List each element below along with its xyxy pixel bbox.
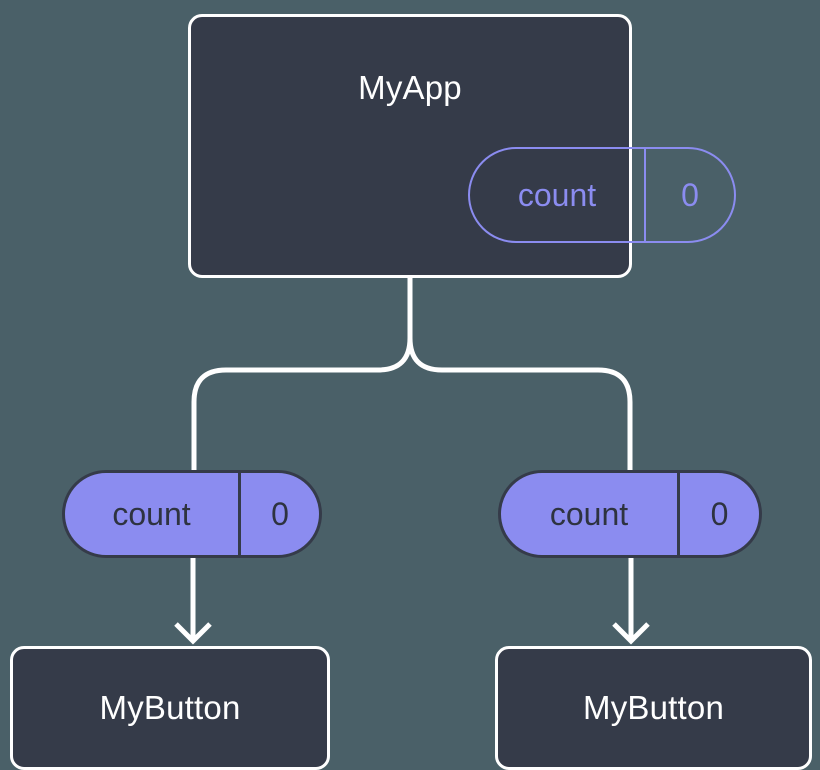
state-pill-value: 0	[644, 149, 734, 241]
branch-connector	[191, 275, 413, 473]
component-title-mybutton-left: MyButton	[99, 689, 241, 726]
component-box-myapp[interactable]: MyApp count 0	[188, 14, 736, 278]
prop-pill-value-left: 0	[238, 473, 319, 555]
arrow-right-head	[612, 622, 650, 645]
prop-pill-value-right: 0	[677, 473, 759, 555]
prop-pill-count-right[interactable]: count 0	[498, 470, 762, 558]
component-box-mybutton-right[interactable]: MyButton	[495, 646, 812, 770]
component-title-myapp: MyApp	[358, 69, 462, 106]
state-pill-key: count	[517, 176, 597, 213]
component-title-mybutton-right: MyButton	[583, 689, 724, 726]
prop-pill-count-left[interactable]: count 0	[62, 470, 322, 558]
arrow-left-head	[174, 622, 212, 645]
component-box-mybutton-left[interactable]: MyButton	[10, 646, 330, 770]
prop-pill-key-left: count	[112, 495, 191, 532]
state-pill-count[interactable]: count 0	[468, 147, 736, 243]
branch-connector-right	[407, 275, 633, 473]
prop-pill-key-right: count	[549, 495, 629, 532]
